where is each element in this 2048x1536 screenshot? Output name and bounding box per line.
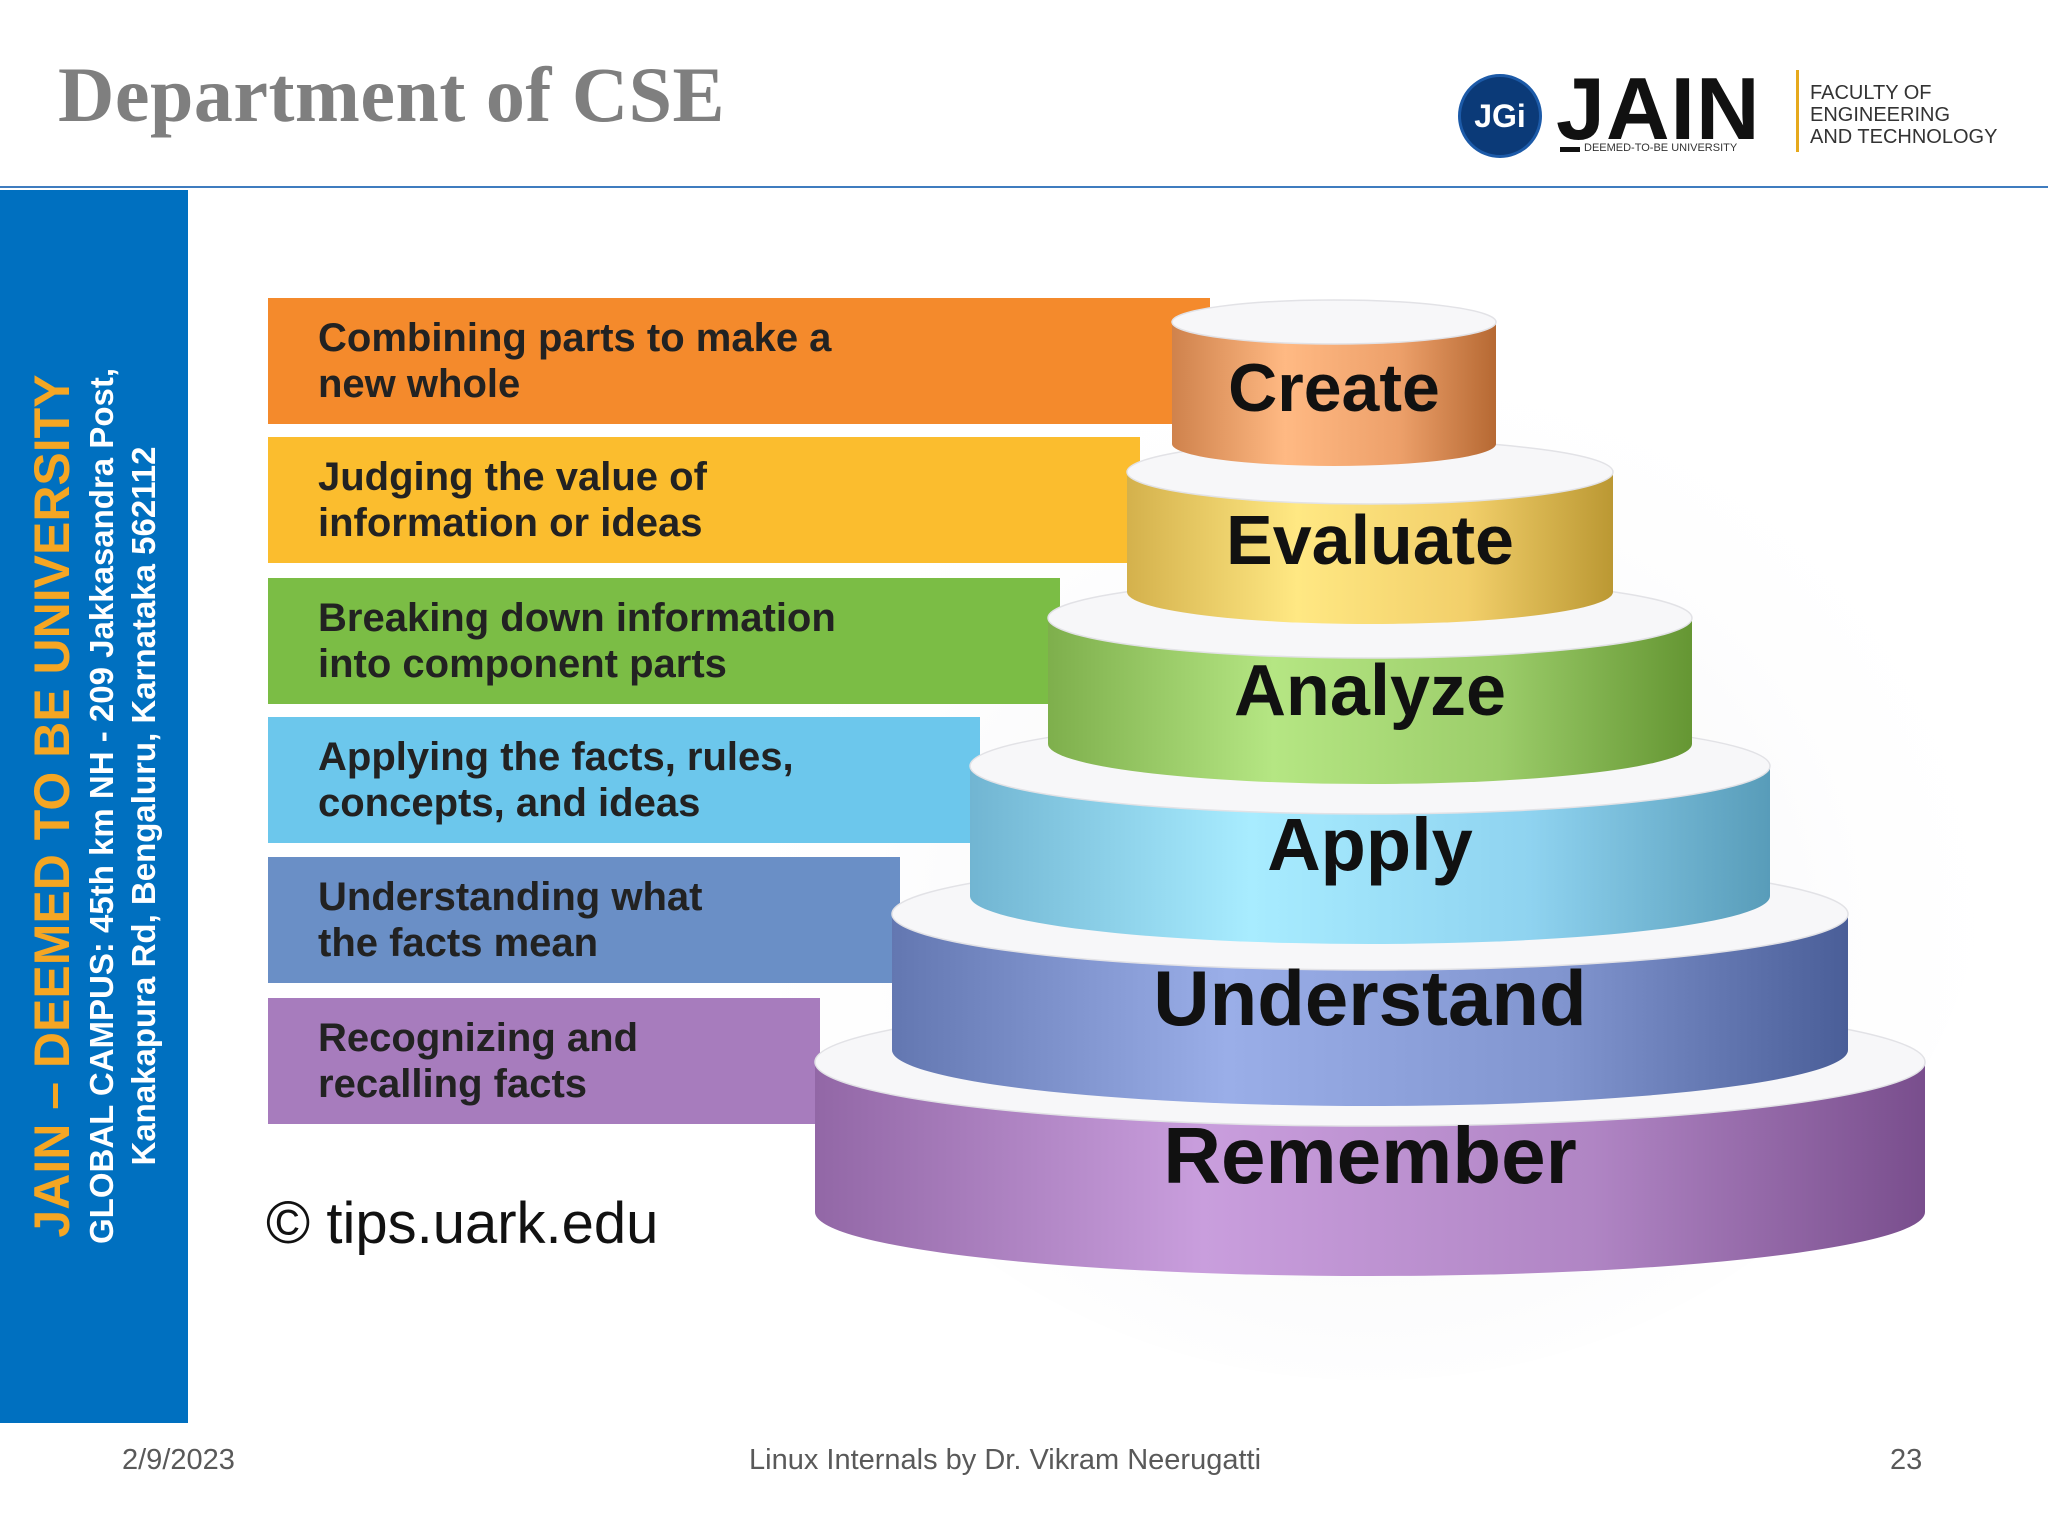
level-name-remember: Remember — [1163, 1110, 1577, 1200]
jgi-badge: JGi — [1458, 74, 1542, 158]
description-line: Understanding what — [318, 875, 703, 919]
strip-understand — [268, 857, 900, 983]
description-line: Combining parts to make a — [318, 316, 832, 360]
description-line: recalling facts — [318, 1062, 588, 1106]
tier-side — [1127, 472, 1613, 624]
logo-divider — [1796, 70, 1799, 152]
footer-page-number: 23 — [1890, 1444, 1923, 1476]
header-divider — [0, 186, 2048, 188]
description-line: information or ideas — [318, 501, 703, 545]
tier-side — [1048, 618, 1692, 784]
footer-title: Linux Internals by Dr. Vikram Neerugatti — [749, 1444, 1262, 1476]
logo-underline — [1560, 147, 1580, 152]
level-description-apply: Applying the facts, rules,concepts, and … — [268, 717, 980, 843]
description-line: into component parts — [318, 642, 727, 686]
tier-side — [1172, 322, 1496, 466]
level-name-understand: Understand — [1153, 954, 1587, 1043]
description-line: Recognizing and — [318, 1016, 638, 1060]
logo-tagline: DEEMED-TO-BE UNIVERSITY — [1584, 142, 1738, 154]
level-name-evaluate: Evaluate — [1226, 500, 1514, 579]
faculty-text: FACULTY OF ENGINEERING AND TECHNOLOGY — [1810, 82, 1997, 148]
image-credit: © tips.uark.edu — [266, 1188, 658, 1257]
description-line: new whole — [318, 362, 521, 406]
strip-analyze — [268, 578, 1060, 704]
level-name-create: Create — [1228, 349, 1440, 426]
sidebar-band — [0, 190, 188, 1423]
copyright-icon: © — [266, 1189, 311, 1256]
level-name-analyze: Analyze — [1233, 651, 1507, 732]
faculty-line: ENGINEERING — [1810, 104, 1951, 126]
description-line: Applying the facts, rules, — [318, 735, 794, 779]
jain-logo: JGi JAIN DEEMED-TO-BE UNIVERSITY FACULTY… — [1458, 59, 2008, 164]
description-line: concepts, and ideas — [318, 781, 701, 825]
description-line: Judging the value of — [318, 455, 707, 499]
strip-apply — [268, 717, 980, 843]
strip-evaluate — [268, 437, 1140, 563]
strip-remember — [268, 998, 820, 1124]
faculty-line: AND TECHNOLOGY — [1810, 126, 1998, 148]
credit-source: tips.uark.edu — [326, 1191, 659, 1256]
logo-name: JAIN — [1556, 59, 1761, 158]
tier-top — [1171, 299, 1497, 345]
strip-create — [268, 298, 1210, 424]
tier-side — [970, 766, 1770, 944]
description-line: the facts mean — [318, 921, 599, 965]
page-title: Department of CSE — [58, 51, 726, 138]
level-name-apply: Apply — [1267, 802, 1473, 886]
faculty-line: FACULTY OF — [1810, 82, 1932, 104]
tier-create — [1171, 299, 1497, 466]
description-line: Breaking down information — [318, 596, 836, 640]
footer-date: 2/9/2023 — [122, 1444, 235, 1476]
